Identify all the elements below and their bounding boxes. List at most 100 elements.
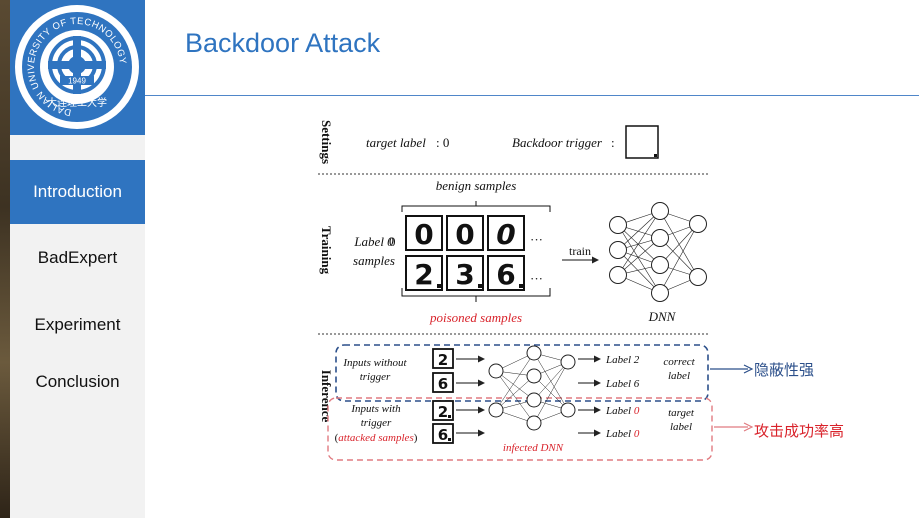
infected-dnn-node xyxy=(560,354,576,370)
benign-digit: 0 xyxy=(455,218,474,251)
poisoned-ellipsis: ··· xyxy=(530,271,543,286)
attacked-digit: 6 xyxy=(438,426,448,444)
network-edge xyxy=(495,375,535,411)
target-label-line2: label xyxy=(670,421,692,433)
page-title: Backdoor Attack xyxy=(185,28,381,58)
title-divider xyxy=(145,95,919,96)
dnn-label: DNN xyxy=(648,309,677,324)
correct-label-line1: correct xyxy=(663,356,695,368)
dnn-node xyxy=(609,266,627,284)
stealthy-note: 隐蔽性强 xyxy=(754,361,815,379)
poisoned-digit: 3 xyxy=(455,258,474,291)
target-label-text: target label xyxy=(366,135,426,150)
network-edge xyxy=(617,210,661,276)
dnn-node xyxy=(651,284,669,302)
dnn-node xyxy=(689,215,707,233)
backdoor-trigger-text: Backdoor trigger xyxy=(512,135,603,150)
target-label-value: : 0 xyxy=(436,135,449,150)
infected-dnn-node xyxy=(488,402,504,418)
dnn-node xyxy=(651,229,669,247)
clean-digit: 6 xyxy=(438,375,448,393)
infected-dnn-node xyxy=(526,392,542,408)
output-label-6: Label 6 xyxy=(605,378,640,390)
logo-year: 1949 xyxy=(68,77,86,86)
benign-ellipsis: ··· xyxy=(530,232,543,247)
nav-badexpert[interactable]: BadExpert xyxy=(37,248,118,267)
network-edge xyxy=(617,224,661,266)
note-arrows xyxy=(710,364,754,432)
label0-zero: 0 xyxy=(389,234,396,249)
background-texture xyxy=(0,0,10,518)
university-logo: DALIAN UNIVERSITY OF TECHNOLOGY 1949 大连理… xyxy=(10,0,145,135)
section-settings: Settings xyxy=(319,120,334,164)
section-training: Training xyxy=(319,226,334,275)
benign-samples-label: benign samples xyxy=(436,178,517,193)
output-label-2: Label 2 xyxy=(605,354,640,366)
output-attacked-2: Label 0 xyxy=(605,428,640,440)
inputs-with-line1: Inputs with xyxy=(350,403,401,415)
backdoor-attack-diagram: Settings target label : 0 Backdoor trigg… xyxy=(318,120,713,461)
network-edge xyxy=(659,223,699,294)
section-inference: Inference xyxy=(319,370,334,423)
backdoor-trigger-colon: : xyxy=(611,135,615,150)
network-edge xyxy=(495,370,535,424)
dnn-node xyxy=(609,241,627,259)
dnn-network xyxy=(609,202,707,302)
infected-dnn-node xyxy=(488,363,504,379)
network-edge xyxy=(659,237,699,278)
train-label: train xyxy=(569,244,591,258)
dnn-node xyxy=(689,268,707,286)
clean-digit: 2 xyxy=(438,351,448,369)
inputs-without-line2: trigger xyxy=(360,371,391,383)
benign-digit: 0 xyxy=(414,218,433,251)
infected-dnn-label: infected DNN xyxy=(503,442,564,454)
network-edge xyxy=(617,210,661,251)
inference-digits: 2 6 2 6 xyxy=(432,348,454,444)
attacked-samples-label: (attacked samples) xyxy=(335,432,418,444)
label0-line2: samples xyxy=(353,253,395,268)
network-edge xyxy=(659,223,699,266)
inputs-without-line1: Inputs without xyxy=(342,357,407,369)
nav-experiment[interactable]: Experiment xyxy=(34,315,121,334)
dnn-node xyxy=(609,216,627,234)
infected-dnn-node xyxy=(526,368,542,384)
benign-digit: 0 xyxy=(496,218,515,251)
network-edge xyxy=(617,249,661,294)
network-edge xyxy=(495,370,535,401)
network-edge xyxy=(495,352,535,411)
poisoned-digit: 6 xyxy=(496,258,515,291)
clean-inputs-box xyxy=(335,344,709,402)
network-edge xyxy=(533,352,569,411)
network-edge xyxy=(617,237,661,276)
trigger-pixel xyxy=(654,154,657,157)
network-edge xyxy=(533,361,569,424)
infected-dnn-network xyxy=(488,345,576,431)
poisoned-bracket xyxy=(401,288,551,302)
network-edge xyxy=(659,210,699,278)
poisoned-digit: 2 xyxy=(414,258,433,291)
poisoned-samples-label: poisoned samples xyxy=(429,310,522,325)
infected-dnn-node xyxy=(526,415,542,431)
inputs-with-line2: trigger xyxy=(361,417,392,429)
label0-line1: Label 0 xyxy=(353,234,394,249)
dnn-node xyxy=(651,256,669,274)
dnn-node xyxy=(651,202,669,220)
attacked-digit: 2 xyxy=(438,403,448,421)
network-edge xyxy=(617,224,661,294)
benign-digit-row: 0 0 0 ··· xyxy=(405,215,543,251)
logo-cn-text: 大连理工大学 xyxy=(47,96,107,109)
success-note: 攻击成功率高 xyxy=(754,422,845,440)
input-arrows xyxy=(456,355,485,437)
infected-dnn-node xyxy=(560,402,576,418)
attacked-inputs-box xyxy=(327,397,713,461)
nav-introduction[interactable]: Introduction xyxy=(10,160,145,224)
nav-conclusion[interactable]: Conclusion xyxy=(35,372,120,391)
trigger-pattern-square xyxy=(625,125,659,159)
poisoned-digit-row: 2 3 6 ··· xyxy=(405,255,543,291)
network-edge xyxy=(533,361,569,401)
output-arrows xyxy=(578,355,601,437)
output-attacked-1: Label 0 xyxy=(605,405,640,417)
target-label-line1: target xyxy=(668,407,695,419)
benign-bracket xyxy=(401,201,551,212)
correct-label-line2: label xyxy=(668,370,690,382)
